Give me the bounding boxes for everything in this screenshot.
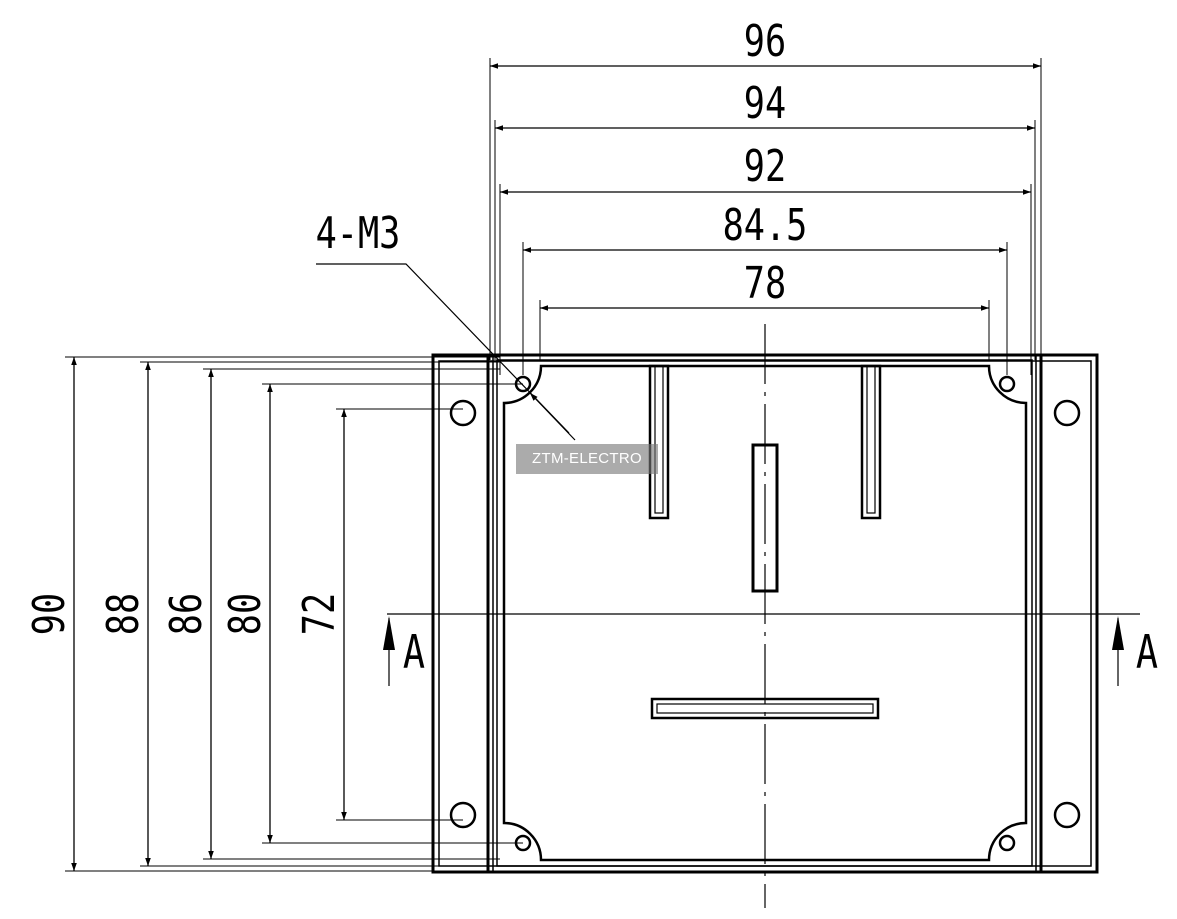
dim-label-88: 88 (98, 593, 149, 635)
hole-callout: 4-M3 (316, 208, 576, 441)
vertical-dimension-labels: 90 88 86 80 72 (24, 593, 345, 635)
vertical-dimensions (71, 357, 347, 871)
dim-label-92: 92 (744, 141, 786, 192)
flange-hole-icon (1053, 801, 1081, 829)
dim-label-94: 94 (744, 78, 786, 129)
rib-left-inner (654, 365, 664, 514)
section-arrow-icon (383, 616, 395, 650)
rib-left (648, 364, 670, 520)
leader-arrow (529, 392, 576, 441)
dim-label-72: 72 (294, 593, 345, 635)
m3-hole-icon (998, 834, 1016, 852)
extension-lines-horizontal (489, 58, 1042, 375)
watermark: ZTM-ELECTRO (516, 444, 658, 474)
horizontal-dimension-labels: 96 94 92 84.5 78 (723, 16, 808, 309)
section-marker-right: A (1112, 616, 1158, 686)
dim-label-80: 80 (220, 593, 271, 635)
section-label-left: A (403, 625, 425, 679)
dim-label-90: 90 (24, 593, 75, 635)
section-arrow-icon (1112, 616, 1124, 650)
dim-label-96: 96 (744, 16, 786, 67)
leader-line (316, 263, 570, 434)
dim-label-86: 86 (161, 593, 212, 635)
section-label-right: A (1136, 625, 1158, 679)
inner-cavity (502, 364, 1028, 862)
extension-lines-vertical (65, 356, 523, 872)
hole-callout-label: 4-M3 (316, 208, 401, 259)
dim-label-84-5: 84.5 (723, 200, 808, 251)
horizontal-dimensions (490, 63, 1041, 311)
horizontal-rib-inner (656, 703, 874, 714)
center-lines (387, 324, 1140, 908)
dim-label-78: 78 (744, 258, 786, 309)
m3-hole-icon (998, 375, 1016, 393)
flange-hole-icon (449, 399, 477, 427)
flange-hole-icon (1053, 399, 1081, 427)
flange-hole-icon (449, 801, 477, 829)
rib-right (860, 364, 882, 520)
rib-right-inner (866, 365, 876, 514)
section-marker-left: A (383, 616, 425, 686)
